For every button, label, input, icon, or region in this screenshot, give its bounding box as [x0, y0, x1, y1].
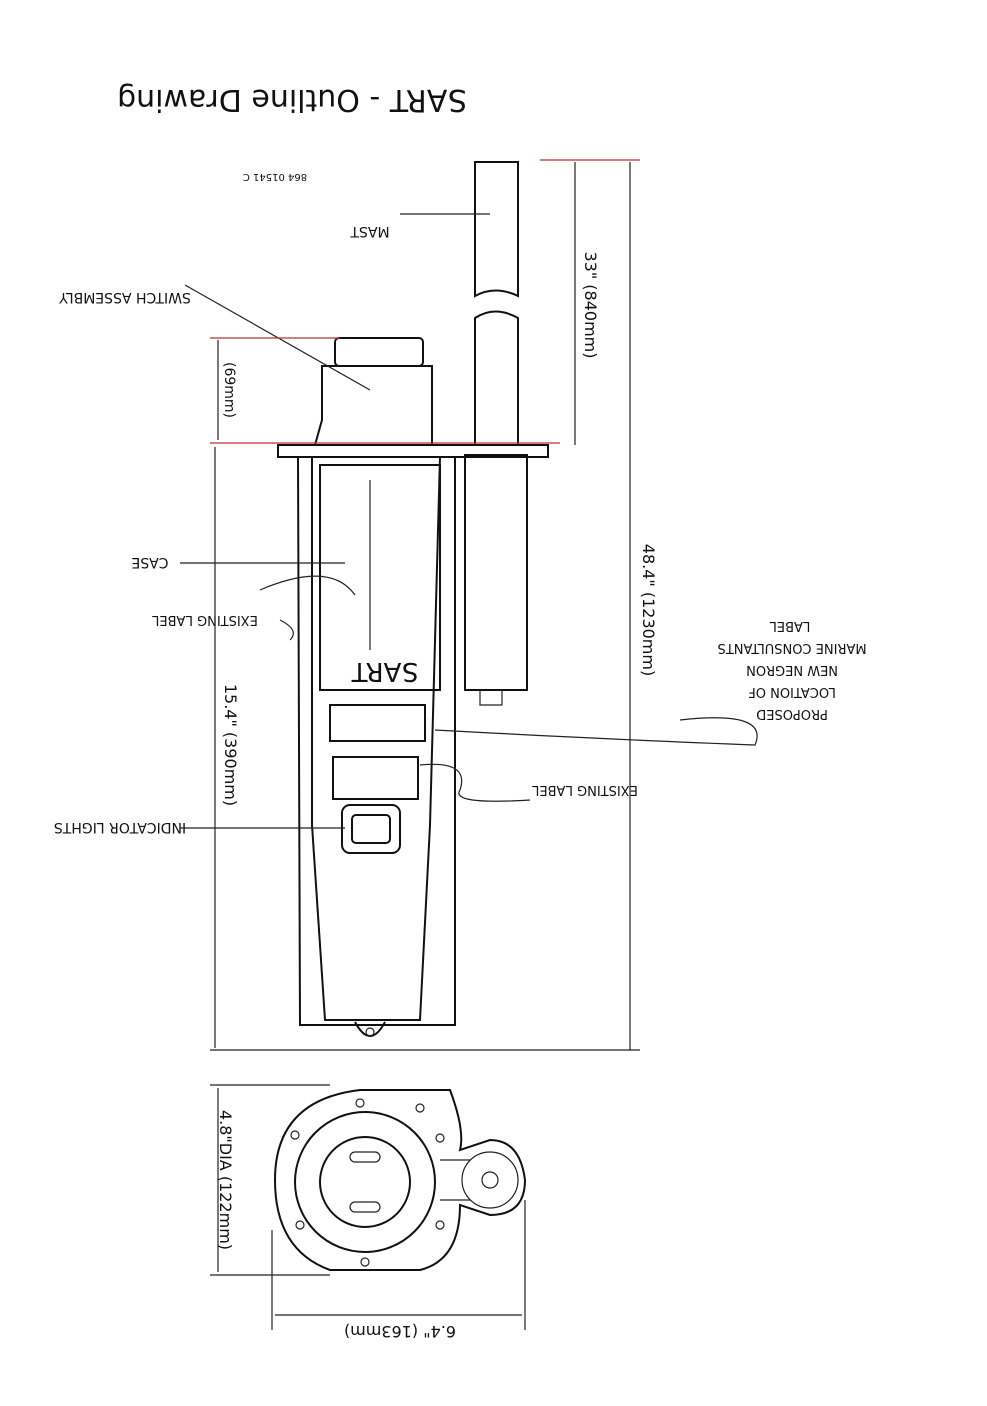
sart-marking: SART	[351, 656, 418, 686]
switch-assembly-label: SWITCH ASSEMBLY	[59, 289, 191, 305]
top-view	[273, 1089, 527, 1271]
indicator-lights-label: INDICATOR LIGHTS	[54, 819, 186, 835]
existing-label-1: EXISTING LABEL	[151, 612, 257, 627]
switch-assembly	[313, 337, 433, 446]
new-label-location	[329, 704, 426, 742]
proposed-label-note: PROPOSED LOCATION OF NEW NEGRON MARINE C…	[713, 618, 866, 721]
existing-label-2: EXISTING LABEL	[531, 782, 637, 797]
case-label: CASE	[131, 554, 168, 570]
dim-switch: (69mm)	[221, 362, 237, 418]
case-window	[319, 464, 441, 691]
dim-case: 15.4" (390mm)	[221, 684, 240, 806]
flange	[277, 444, 549, 458]
dim-overall: 48.4" (1230mm)	[639, 544, 658, 676]
dim-mast: 33" (840mm)	[581, 252, 600, 359]
existing-label-area	[332, 756, 419, 800]
drawing-title: SART - Outline Drawing	[117, 82, 467, 117]
mast-label: MAST	[350, 223, 390, 239]
dim-diameter: 4.8"DIA (122mm)	[216, 1110, 235, 1250]
dim-width: 6.4" (163mm)	[344, 1322, 456, 1341]
case-body	[296, 456, 456, 1026]
drawing-number: 864 01541 C	[243, 171, 307, 182]
dimension-lines	[210, 159, 640, 1330]
indicator-lights	[341, 804, 401, 854]
mast	[464, 161, 528, 706]
